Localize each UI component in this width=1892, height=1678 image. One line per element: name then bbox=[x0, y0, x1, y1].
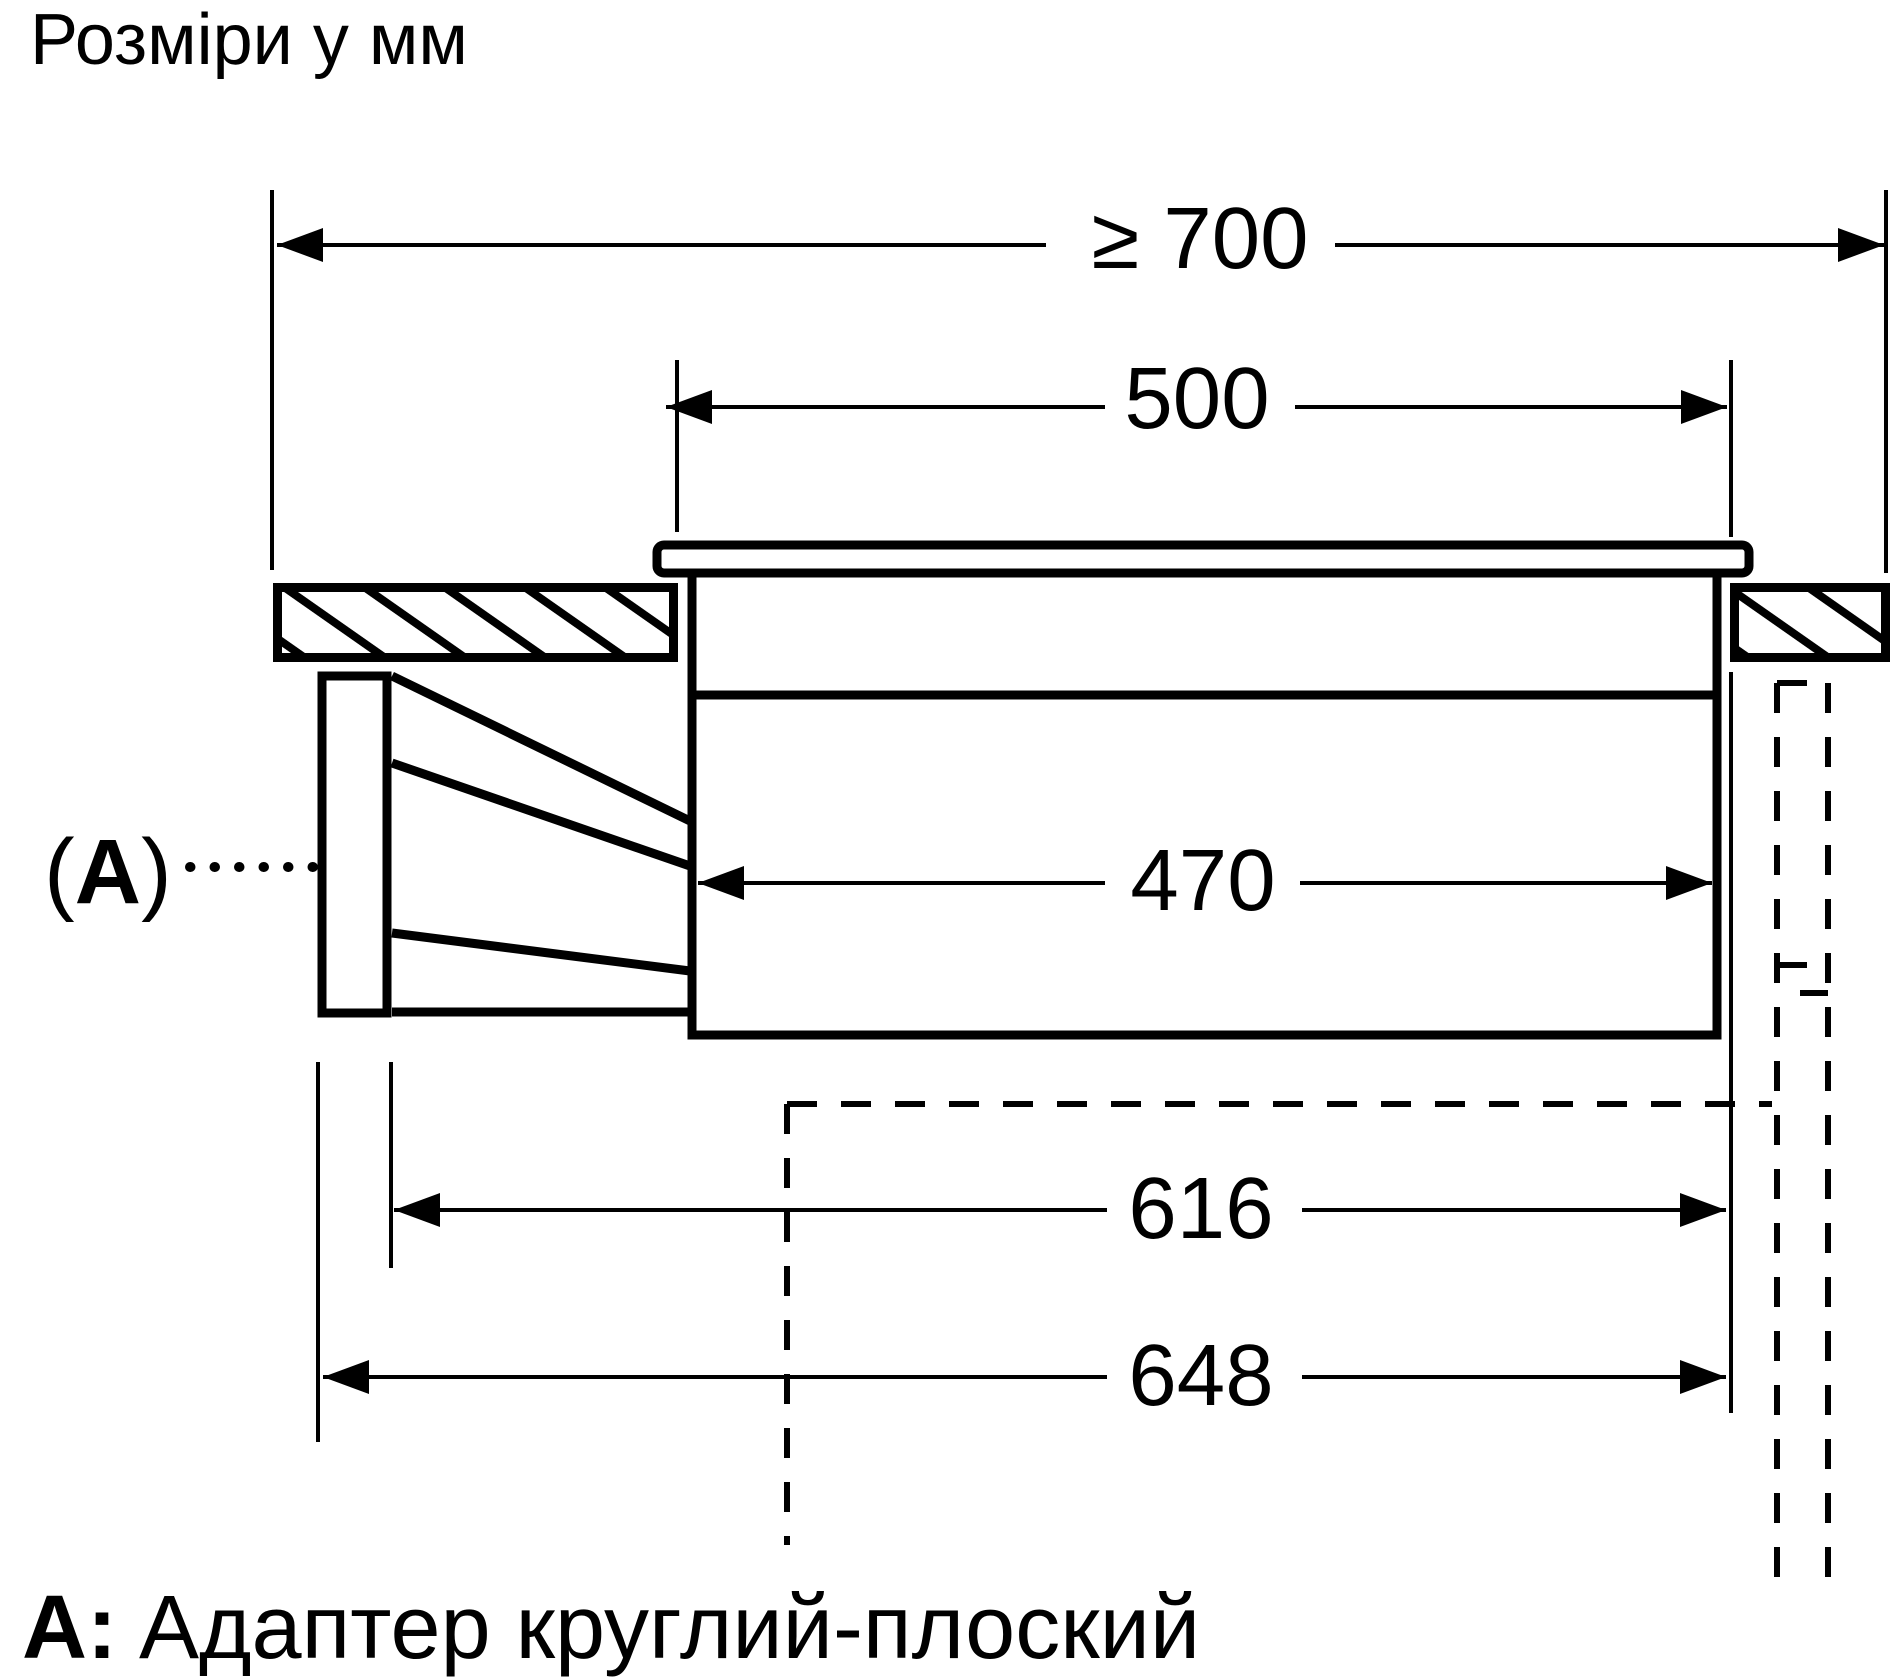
countertop-left bbox=[273, 583, 678, 662]
dimension-700: ≥ 700 bbox=[277, 190, 1884, 287]
dim-label-outer-depth: 648 bbox=[1128, 1327, 1273, 1424]
dimension-470: 470 bbox=[698, 832, 1712, 929]
duct-transition-line-upper-inner bbox=[390, 758, 692, 871]
caption: А:Адаптер круглий-плоский bbox=[22, 1578, 1200, 1678]
dim-label-inner-depth: 616 bbox=[1128, 1160, 1273, 1257]
dim-label-hob-width: 500 bbox=[1124, 350, 1269, 447]
duct-transition-line-top bbox=[390, 671, 692, 826]
dashed-duct-channel bbox=[1774, 680, 1831, 1588]
arrowhead-left bbox=[323, 1360, 369, 1394]
extension-lines bbox=[270, 190, 1888, 1442]
caption-key: А: bbox=[22, 1578, 117, 1678]
adapter-callout-letter: A bbox=[75, 821, 141, 923]
dimension-648: 648 bbox=[323, 1327, 1726, 1424]
duct-transition bbox=[390, 671, 692, 1017]
countertop-right bbox=[1730, 583, 1890, 662]
adapter-callout-close: ) bbox=[141, 821, 172, 923]
adapter-callout-open: ( bbox=[44, 821, 75, 923]
arrowhead-right bbox=[1838, 228, 1884, 262]
hob-body-outline bbox=[687, 577, 1722, 1040]
dimension-500: 500 bbox=[666, 350, 1727, 447]
arrowhead-right bbox=[1680, 1193, 1726, 1227]
arrowhead-left bbox=[394, 1193, 440, 1227]
flat-adapter bbox=[317, 671, 392, 1018]
caption-text: Адаптер круглий-плоский bbox=[139, 1578, 1200, 1678]
dashed-cabinet-clearance bbox=[784, 1101, 1772, 1545]
adapter-callout-label: (A) bbox=[44, 821, 172, 923]
dim-label-min-width: ≥ 700 bbox=[1091, 190, 1308, 287]
arrowhead-left bbox=[277, 228, 323, 262]
page-title: Розміри у мм bbox=[30, 0, 468, 80]
arrowhead-right bbox=[1680, 1360, 1726, 1394]
arrowhead-left bbox=[666, 390, 712, 424]
dim-label-body-width: 470 bbox=[1130, 832, 1275, 929]
arrowhead-left bbox=[698, 866, 744, 900]
duct-transition-line-lower-inner bbox=[391, 928, 691, 976]
arrowhead-right bbox=[1666, 866, 1712, 900]
dimension-616: 616 bbox=[394, 1160, 1726, 1257]
arrowhead-right bbox=[1681, 390, 1727, 424]
hob-glass-panel bbox=[652, 540, 1754, 578]
